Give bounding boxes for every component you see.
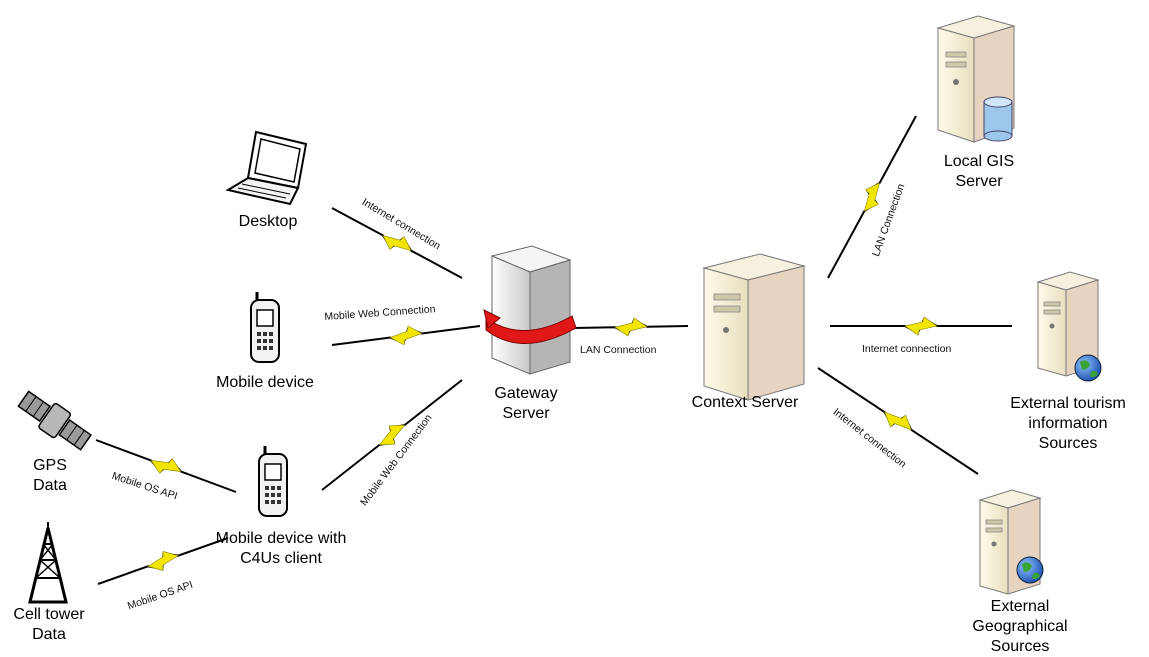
link-context-geo-bolt [884, 411, 912, 431]
database-icon [983, 96, 1013, 142]
globe-icon [1074, 354, 1102, 382]
ext-geo-label: External Geographical Sources [972, 598, 1068, 655]
mobile-phone-icon [250, 292, 280, 363]
mobile-device-label: Mobile device [216, 374, 314, 391]
desktop-label: Desktop [238, 213, 298, 230]
gateway-label: Gateway Server [494, 385, 558, 422]
geo-server-icon [978, 489, 1044, 595]
mobile-client-label: Mobile device with C4Us client [215, 530, 347, 567]
ext-tourism-label: External tourism information Sources [1010, 395, 1126, 452]
laptop-icon [225, 130, 308, 206]
context-server-icon [702, 253, 806, 401]
gps-label: GPS Data [33, 457, 67, 494]
local-gis-label: Local GIS Server [943, 153, 1015, 190]
link-mobile-gateway-bolt [389, 325, 423, 346]
cell-tower-label: Cell tower Data [13, 606, 85, 643]
globe-icon [1016, 556, 1044, 584]
client-phone-icon [258, 446, 288, 517]
connection-links [95, 115, 1012, 585]
link-cell-client-bolt [147, 551, 179, 571]
link-client-gateway-bolt [378, 424, 406, 446]
context-label: Context Server [691, 394, 799, 411]
link-desktop-gateway-bolt [382, 234, 412, 252]
cell-tower-icon [28, 522, 68, 604]
satellite-icon [17, 390, 92, 451]
link-label-gateway-context: LAN Connection [580, 344, 657, 356]
gis-server-icon [936, 15, 1016, 143]
link-context-gis-bolt [863, 182, 881, 212]
link-label-context-tourism: Internet connection [862, 343, 952, 355]
gateway-server-icon [483, 245, 577, 375]
tourism-server-icon [1036, 271, 1102, 382]
link-gateway-context-bolt [614, 317, 648, 337]
link-context-tourism-bolt [904, 316, 938, 336]
link-gps-client-bolt [150, 458, 182, 474]
